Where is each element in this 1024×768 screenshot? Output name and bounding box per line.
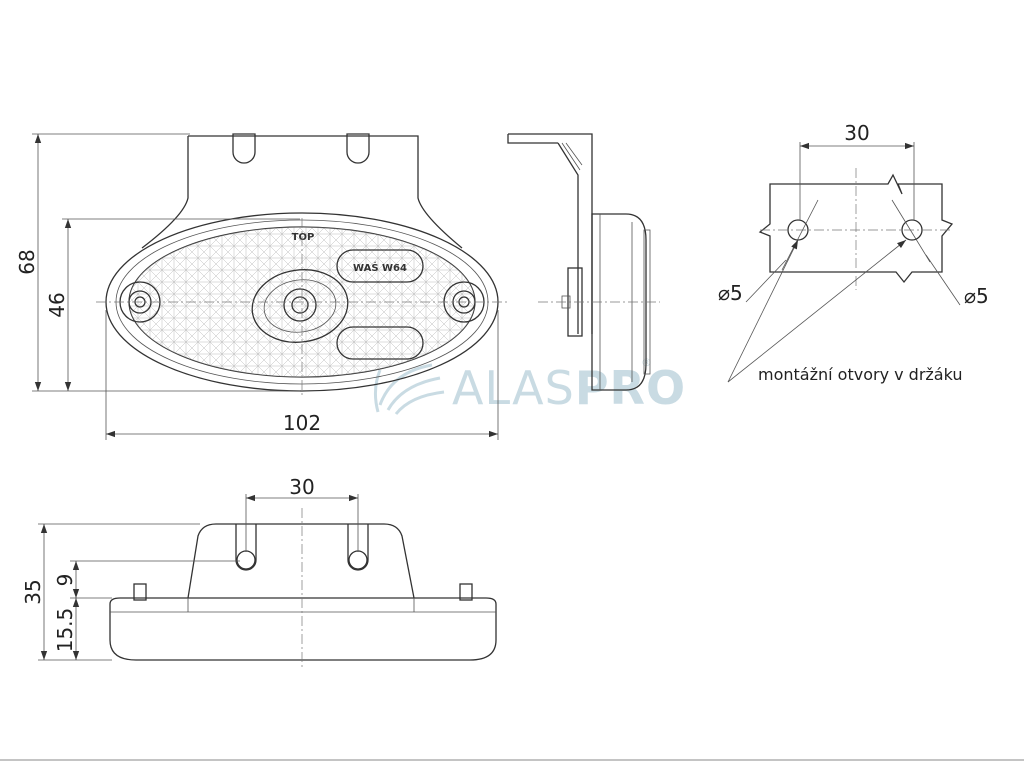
side-view xyxy=(507,133,660,391)
front-dim-height-total: 68 xyxy=(15,249,39,274)
front-slot-left xyxy=(232,133,256,164)
watermark-brand-bold: PRO xyxy=(575,361,686,415)
front-label-plate-top xyxy=(336,249,424,283)
bottom-dim-base: 15.5 xyxy=(53,608,77,653)
mount-plate-outline xyxy=(758,173,954,284)
svg-text:ALASPRO: ALASPRO xyxy=(452,361,686,415)
mount-note: montážní otvory v držáku xyxy=(758,365,963,384)
bottom-dim-height-total: 35 xyxy=(21,579,45,604)
bottom-pin-left xyxy=(133,583,147,601)
mount-view: 30 ⌀5 ⌀5 montážní otvory v držáku xyxy=(718,121,989,384)
front-label-plate-bottom xyxy=(336,326,424,360)
front-center-light xyxy=(251,269,349,343)
front-bracket-outline xyxy=(141,135,463,249)
front-lens-code: WAŚ W64 xyxy=(353,261,407,274)
bottom-dim-spacing: 30 xyxy=(289,475,314,499)
bottom-housing-outline xyxy=(109,597,497,661)
bottom-pin-right xyxy=(459,583,473,601)
bottom-slot-left xyxy=(235,524,257,571)
watermark-brand-light: ALAS xyxy=(452,361,575,415)
side-housing-outline xyxy=(591,213,647,391)
bottom-dim-offset: 9 xyxy=(53,574,77,587)
front-view: WAŚ W64 TOP 68 46 102 xyxy=(15,133,508,440)
front-lens-top-label: TOP xyxy=(292,232,315,243)
front-dim-height-lens: 46 xyxy=(45,292,69,317)
side-bracket-outline xyxy=(507,133,593,334)
bottom-bracket-outline xyxy=(187,523,415,599)
mount-dim-hole-right: ⌀5 xyxy=(964,284,989,308)
mount-dim-spacing: 30 xyxy=(844,121,869,145)
watermark-leaf-icon xyxy=(373,363,445,415)
bottom-view: 30 35 9 15.5 xyxy=(21,475,497,668)
front-slot-right xyxy=(346,133,370,164)
front-dim-width: 102 xyxy=(283,411,321,435)
mount-dim-hole-left: ⌀5 xyxy=(718,281,743,305)
bottom-slot-right xyxy=(347,524,369,571)
